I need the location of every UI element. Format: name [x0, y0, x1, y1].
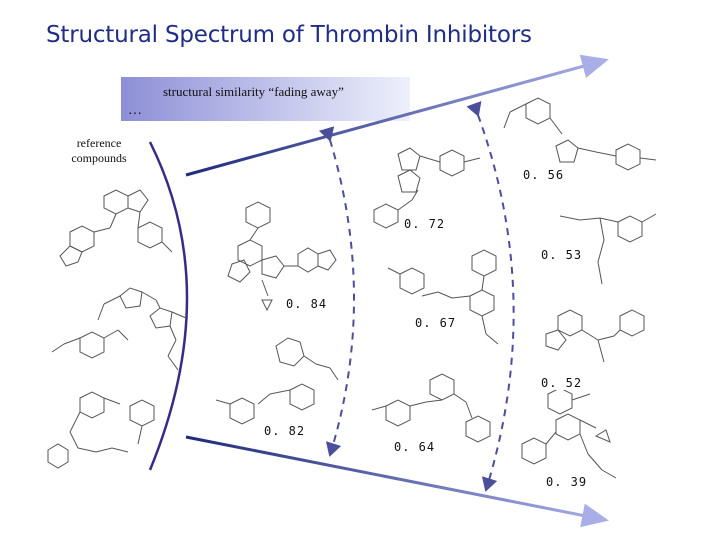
reference-arc: [148, 141, 189, 471]
molecule-ref-2: [97, 287, 187, 371]
molecule-052: [545, 309, 645, 415]
score-label-067: 0. 67: [413, 316, 459, 330]
score-label-039: 0. 39: [544, 475, 590, 489]
molecule-ref-4: [47, 391, 155, 469]
score-label-064: 0. 64: [392, 440, 438, 454]
top-divergence-arrow: [185, 54, 609, 177]
banner-ellipsis: …: [128, 103, 142, 118]
bottom-divergence-arrow: [185, 435, 609, 528]
score-label-052: 0. 52: [539, 376, 585, 390]
molecule-084: [227, 201, 337, 312]
score-label-056: 0. 56: [521, 168, 567, 182]
slide-title: Structural Spectrum of Thrombin Inhibito…: [46, 22, 532, 48]
banner-label: structural similarity “fading away”: [163, 84, 344, 99]
molecule-053: [559, 213, 657, 285]
reference-compounds-label: reference compounds: [71, 136, 127, 165]
molecule-072: [373, 147, 481, 229]
molecule-ref-3: [51, 329, 129, 359]
molecule-ref-1: [59, 189, 173, 267]
score-label-082: 0. 82: [262, 424, 308, 438]
score-label-084: 0. 84: [284, 297, 330, 311]
dashed-arc-outer: [466, 100, 515, 492]
molecule-064: [371, 373, 491, 443]
molecule-039: [521, 413, 617, 479]
score-label-053: 0. 53: [539, 248, 585, 262]
similarity-banner: [121, 77, 410, 121]
molecule-067: [387, 249, 499, 345]
molecule-082: [215, 337, 339, 425]
molecule-056: [503, 97, 657, 171]
dashed-arc-middle: [318, 126, 355, 457]
score-label-072: 0. 72: [402, 217, 448, 231]
